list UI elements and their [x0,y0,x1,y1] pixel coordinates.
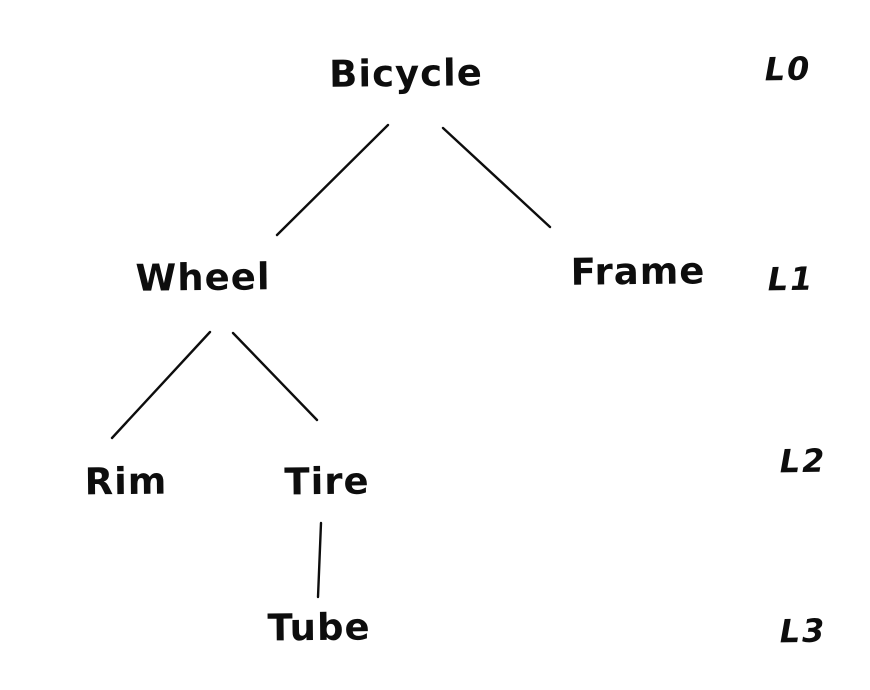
node-bicycle: Bicycle [328,51,484,96]
level-label-l1: L1 [767,259,815,299]
node-tire: Tire [284,459,370,504]
level-label-l2: L2 [779,441,827,481]
node-rim: Rim [84,459,168,504]
node-wheel: Wheel [135,255,271,300]
edge-bicycle-wheel [275,123,390,237]
level-label-l0: L0 [764,49,812,89]
edge-bicycle-frame [441,126,552,229]
node-frame: Frame [570,249,706,294]
edge-tire-tube [316,521,323,599]
edge-wheel-tire [231,331,319,422]
node-tube: Tube [267,605,371,650]
edge-wheel-rim [110,330,212,440]
level-label-l3: L3 [779,611,827,651]
